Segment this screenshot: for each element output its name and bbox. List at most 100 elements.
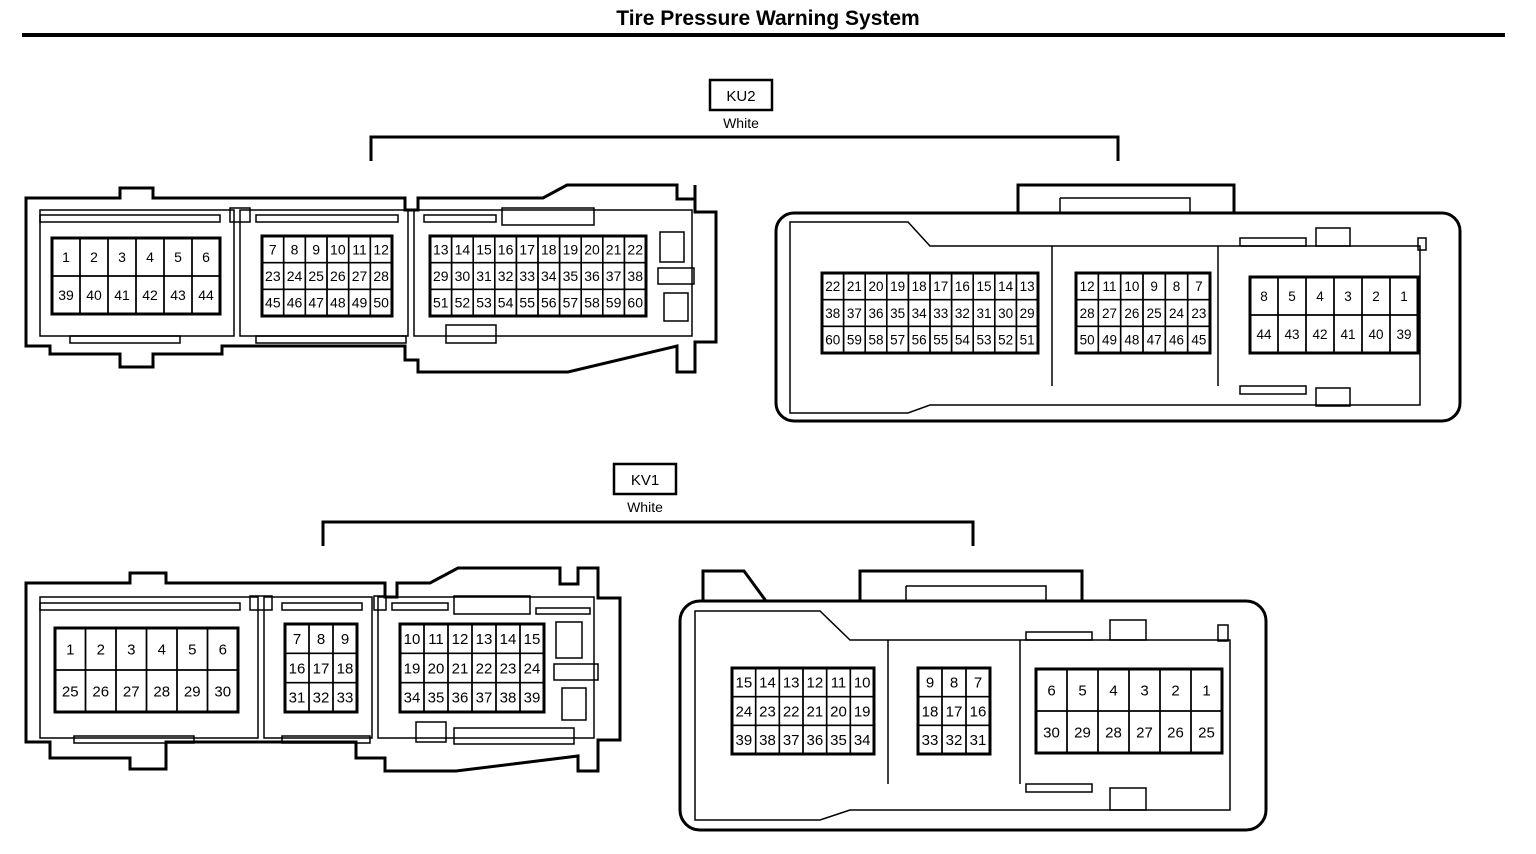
pin-number: 47 [308, 295, 324, 311]
pin-number: 12 [452, 631, 469, 648]
pin-number: 28 [373, 268, 389, 284]
ku2-color: White [723, 115, 759, 131]
pin-number: 34 [541, 268, 557, 284]
pin-cell [1015, 325, 1039, 354]
kv1-left-housing [24, 566, 622, 773]
pin-number: 4 [1109, 682, 1117, 699]
pin-cell [191, 275, 221, 315]
pin-number: 47 [1147, 333, 1162, 348]
pin-number: 26 [1167, 724, 1184, 741]
pin-number: 31 [970, 732, 987, 749]
kv1-code-box [612, 462, 678, 496]
pin-number: 59 [606, 295, 622, 311]
pin-number: 18 [912, 279, 927, 294]
pin-number: 13 [476, 631, 493, 648]
pin-number: 37 [606, 268, 622, 284]
pin-block [283, 622, 359, 714]
pin-cell [1190, 710, 1223, 754]
pin-number: 11 [428, 631, 444, 648]
pin-number: 5 [188, 641, 196, 658]
pin-number: 1 [62, 249, 70, 265]
kv1-right-housing [678, 569, 1268, 832]
pin-cell [623, 288, 647, 317]
pin-number: 57 [890, 333, 905, 348]
pin-number: 54 [955, 333, 971, 348]
pin-number: 48 [1124, 333, 1139, 348]
pin-number: 18 [541, 241, 557, 257]
pin-number: 23 [265, 268, 281, 284]
pin-number: 44 [198, 287, 214, 303]
pin-number: 27 [123, 683, 140, 700]
pin-number: 41 [1340, 327, 1355, 342]
pin-number: 19 [404, 660, 421, 677]
pin-number: 15 [976, 279, 991, 294]
pin-number: 46 [287, 295, 303, 311]
pin-number: 52 [455, 295, 471, 311]
title-rule [22, 33, 1505, 37]
pin-number: 6 [219, 641, 227, 658]
pin-number: 58 [868, 333, 883, 348]
pin-number: 8 [291, 241, 299, 257]
pin-number: 20 [428, 660, 445, 677]
pin-number: 35 [563, 268, 579, 284]
pin-number: 36 [806, 732, 823, 749]
pin-number: 46 [1169, 333, 1184, 348]
pin-number: 25 [1147, 306, 1162, 321]
pin-number: 33 [922, 732, 939, 749]
pin-number: 55 [933, 333, 948, 348]
pin-number: 22 [783, 703, 800, 720]
pin-number: 10 [1124, 279, 1139, 294]
pin-number: 18 [922, 703, 939, 720]
pin-number: 49 [1102, 333, 1117, 348]
pin-number: 10 [330, 241, 346, 257]
pin-number: 28 [153, 683, 170, 700]
pin-number: 24 [287, 268, 303, 284]
pin-number: 9 [312, 241, 320, 257]
pin-number: 29 [1020, 306, 1035, 321]
pin-number: 16 [970, 703, 987, 720]
ku2-left-housing [24, 183, 718, 374]
pin-number: 53 [476, 295, 492, 311]
pin-number: 30 [455, 268, 471, 284]
pin-number: 8 [950, 675, 958, 692]
pin-number: 50 [1080, 333, 1095, 348]
pin-number: 36 [452, 690, 469, 707]
pin-number: 11 [1102, 279, 1116, 294]
pin-number: 36 [868, 306, 883, 321]
pin-number: 32 [313, 690, 330, 707]
ku2-code: KU2 [726, 88, 755, 105]
pin-number: 32 [498, 268, 514, 284]
pin-number: 3 [1140, 682, 1148, 699]
pin-number: 34 [854, 732, 871, 749]
pin-number: 27 [1136, 724, 1153, 741]
pin-number: 56 [912, 333, 927, 348]
pin-number: 17 [933, 279, 948, 294]
pin-number: 14 [759, 675, 776, 692]
pin-number: 16 [498, 241, 514, 257]
pin-number: 44 [1256, 327, 1272, 342]
pin-number: 2 [90, 249, 98, 265]
pin-number: 7 [293, 631, 301, 648]
pin-number: 29 [184, 683, 201, 700]
pin-number: 4 [158, 641, 166, 658]
pin-number: 6 [202, 249, 210, 265]
pin-number: 27 [1102, 306, 1117, 321]
pin-number: 10 [404, 631, 421, 648]
pin-number: 42 [142, 287, 158, 303]
pin-number: 32 [955, 306, 970, 321]
pin-number: 7 [1195, 279, 1203, 294]
pin-number: 32 [946, 732, 963, 749]
pin-number: 17 [519, 241, 535, 257]
pin-number: 3 [118, 249, 126, 265]
pin-number: 21 [847, 279, 862, 294]
pin-number: 38 [627, 268, 643, 284]
pin-number: 11 [831, 675, 847, 692]
pin-number: 14 [998, 279, 1014, 294]
pin-number: 33 [337, 690, 354, 707]
pin-number: 3 [127, 641, 135, 658]
pin-number: 34 [404, 690, 421, 707]
pin-cell [369, 288, 393, 317]
pin-number: 22 [627, 241, 643, 257]
